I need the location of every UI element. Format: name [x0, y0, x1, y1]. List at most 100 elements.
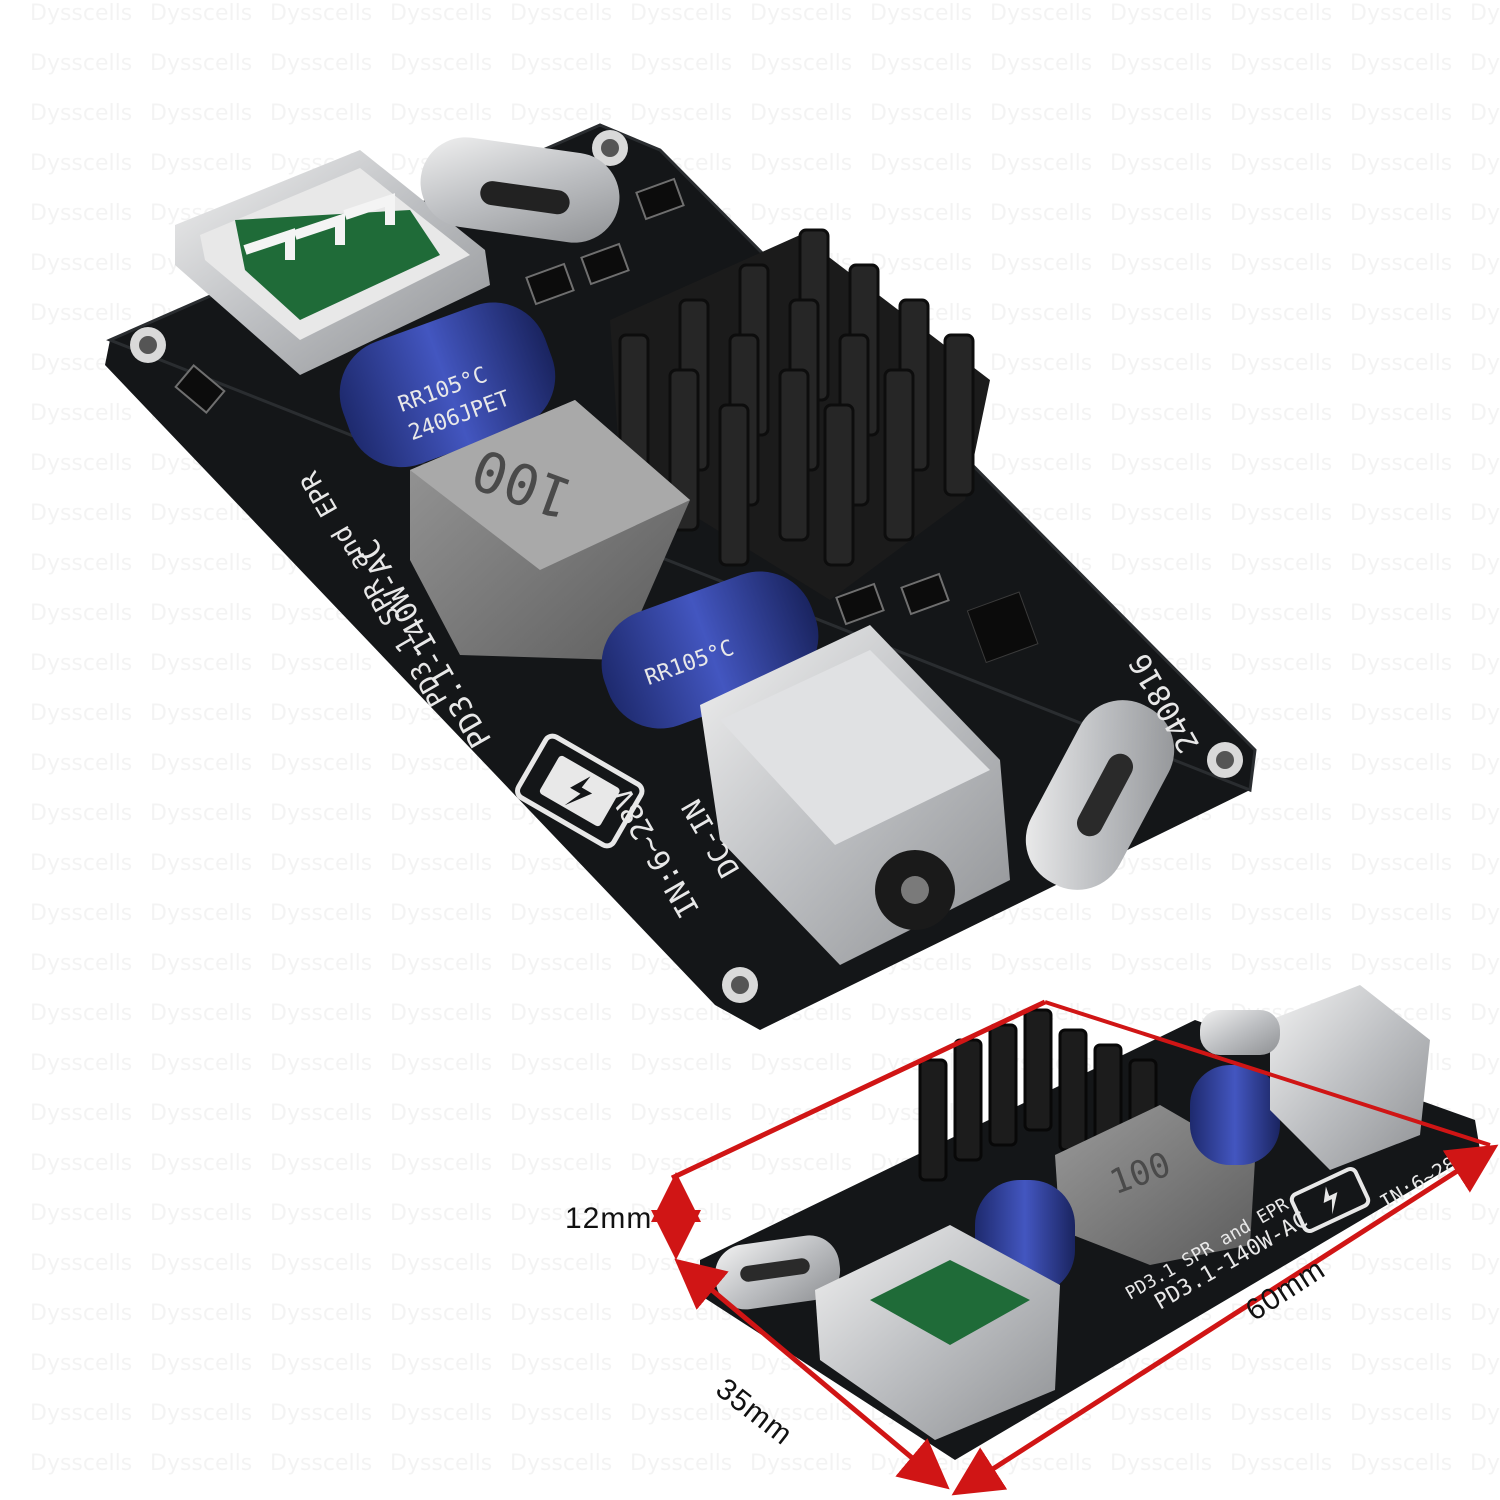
watermark-text: Dysscells [1470, 1301, 1500, 1326]
watermark-text: Dysscells [30, 801, 132, 826]
mounting-hole [592, 130, 628, 166]
watermark-text: Dysscells [390, 1351, 492, 1376]
watermark-text: Dysscells [150, 701, 252, 726]
watermark-text: Dysscells [390, 51, 492, 76]
watermark-text: Dysscells [30, 1201, 132, 1226]
watermark-text: Dysscells [150, 851, 252, 876]
watermark-text: Dysscells [1470, 701, 1500, 726]
watermark-text: Dysscells [510, 1, 612, 26]
watermark-text: Dysscells [510, 951, 612, 976]
watermark-text: Dysscells [510, 1151, 612, 1176]
watermark-text: Dysscells [630, 1001, 732, 1026]
watermark-text: Dysscells [30, 751, 132, 776]
watermark-text: Dysscells [1230, 501, 1332, 526]
watermark-text: Dysscells [750, 1151, 852, 1176]
watermark-text: Dysscells [990, 201, 1092, 226]
watermark-text: Dysscells [510, 1301, 612, 1326]
smd-component [635, 177, 685, 221]
watermark-text: Dysscells [510, 1401, 612, 1426]
watermark-text: Dysscells [1470, 451, 1500, 476]
watermark-text: Dysscells [30, 951, 132, 976]
dimension-line-width [674, 1258, 950, 1490]
watermark-text: Dysscells [30, 151, 132, 176]
watermark-text: Dysscells [1350, 851, 1452, 876]
watermark-text: Dysscells [30, 101, 132, 126]
watermark-text: Dysscells [870, 51, 972, 76]
heatsink [918, 1008, 1158, 1182]
watermark-text: Dysscells [270, 1351, 372, 1376]
watermark-text: Dysscells [750, 1, 852, 26]
watermark-text: Dysscells [390, 1401, 492, 1426]
watermark-text: Dysscells [1350, 51, 1452, 76]
watermark-text: Dysscells [1470, 951, 1500, 976]
watermark-text: Dysscells [150, 1201, 252, 1226]
watermark-text: Dysscells [1110, 51, 1212, 76]
watermark-text: Dysscells [150, 1251, 252, 1276]
watermark-text: Dysscells [1110, 201, 1212, 226]
watermark-text: Dysscells [1110, 451, 1212, 476]
watermark-text: Dysscells [750, 51, 852, 76]
watermark-text: Dysscells [510, 1451, 612, 1476]
watermark-text: Dysscells [1230, 701, 1332, 726]
watermark-text: Dysscells [1470, 1251, 1500, 1276]
watermark-text: Dysscells [270, 751, 372, 776]
watermark-text: Dysscells [990, 101, 1092, 126]
inductor: 100 [410, 400, 690, 660]
watermark-text: Dysscells [390, 1451, 492, 1476]
watermark-text: Dysscells [1230, 151, 1332, 176]
watermark-text: Dysscells [150, 51, 252, 76]
watermark-text: Dysscells [1230, 301, 1332, 326]
watermark-text: Dysscells [270, 1101, 372, 1126]
watermark-text: Dysscells [150, 501, 252, 526]
watermark-text: Dysscells [150, 1, 252, 26]
watermark-text: Dysscells [1470, 251, 1500, 276]
watermark-text: Dysscells [30, 651, 132, 676]
watermark-text: Dysscells [1230, 601, 1332, 626]
watermark-text: Dysscells [1470, 501, 1500, 526]
watermark-text: Dysscells [390, 901, 492, 926]
watermark-text: Dysscells [1470, 801, 1500, 826]
watermark-text: Dysscells [630, 51, 732, 76]
watermark-text: Dysscells [390, 1, 492, 26]
watermark-text: Dysscells [390, 1101, 492, 1126]
watermark-text: Dysscells [390, 801, 492, 826]
watermark-text: Dysscells [30, 1401, 132, 1426]
watermark-text: Dysscells [150, 1051, 252, 1076]
watermark-text: Dysscells [1110, 1, 1212, 26]
watermark-text: Dysscells [1350, 951, 1452, 976]
watermark-text: Dysscells [1470, 651, 1500, 676]
watermark-text: Dysscells [1470, 201, 1500, 226]
watermark-text: Dysscells [1110, 251, 1212, 276]
watermark-text: Dysscells [1350, 601, 1452, 626]
watermark-text: Dysscells [870, 151, 972, 176]
watermark-text: Dysscells [30, 1251, 132, 1276]
watermark-text: Dysscells [1110, 351, 1212, 376]
watermark-text: Dysscells [390, 1001, 492, 1026]
watermark-text: Dysscells [1230, 1401, 1332, 1426]
watermark-text: Dysscells [1230, 551, 1332, 576]
watermark-text: Dysscells [30, 301, 132, 326]
dimension-lines [651, 999, 1499, 1496]
battery-icon [515, 733, 645, 849]
watermark-text: Dysscells [150, 951, 252, 976]
watermark-text: Dysscells [510, 51, 612, 76]
watermark-text: Dysscells [1110, 851, 1212, 876]
watermark-text: Dysscells [1110, 501, 1212, 526]
ic-chip [966, 591, 1039, 664]
watermark-text: Dysscells [30, 1351, 132, 1376]
mounting-hole [130, 327, 166, 363]
watermark-text: Dysscells [30, 251, 132, 276]
watermark-text: Dysscells [1230, 101, 1332, 126]
watermark-text: Dysscells [1350, 401, 1452, 426]
watermark-text: Dysscells [1350, 701, 1452, 726]
smd-component [835, 582, 885, 626]
watermark-text: Dysscells [150, 101, 252, 126]
watermark-text: Dysscells [1230, 1451, 1332, 1476]
watermark-text: Dysscells [1470, 751, 1500, 776]
watermark-text: Dysscells [630, 1351, 732, 1376]
watermark-text: Dysscells [1110, 151, 1212, 176]
watermark-text: Dysscells [1230, 251, 1332, 276]
watermark-text: Dysscells [150, 1101, 252, 1126]
watermark-text: Dysscells [270, 801, 372, 826]
watermark-text: Dysscells [1470, 351, 1500, 376]
